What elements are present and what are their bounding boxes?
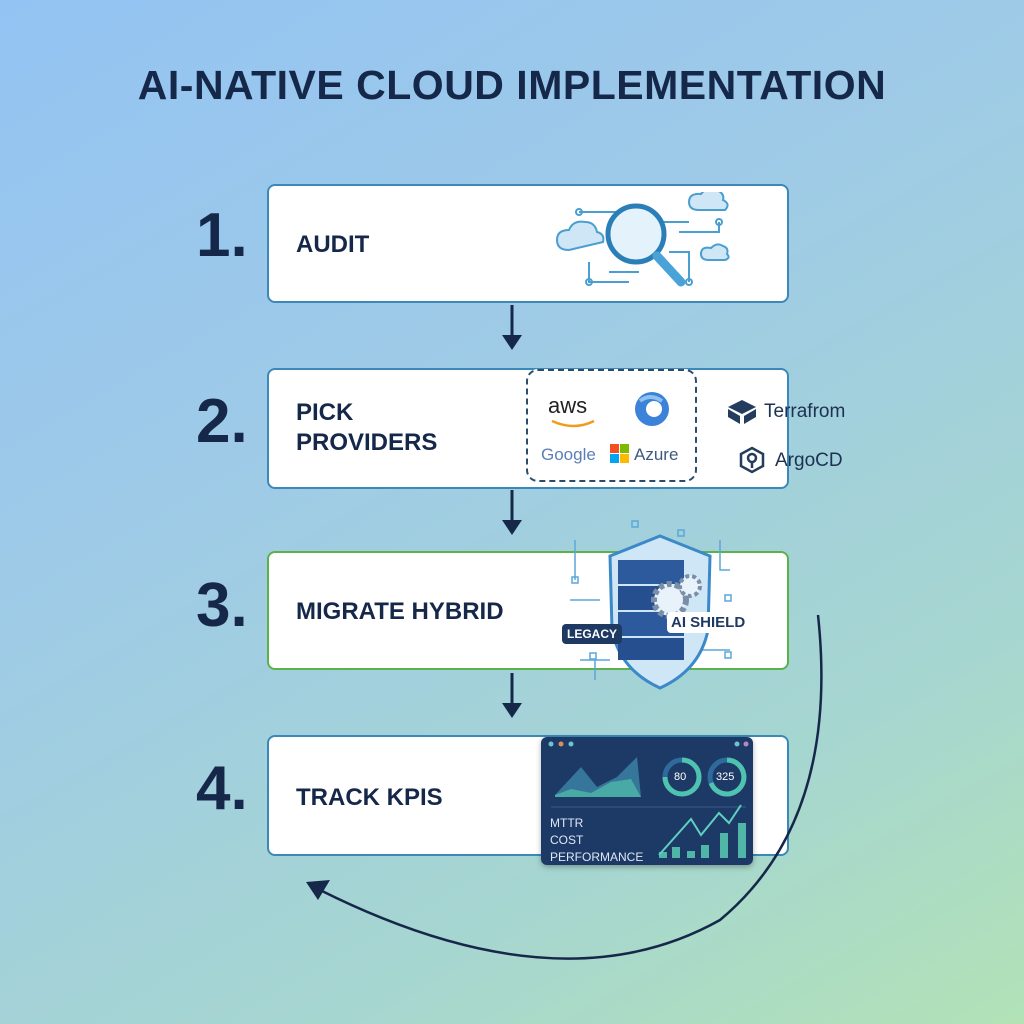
- aws-logo: aws: [548, 393, 588, 418]
- step-card-audit[interactable]: AUDIT: [267, 184, 789, 303]
- kpi-dashboard: 80 325 MTTR COST PERFORMANCE: [541, 737, 753, 865]
- kpi-performance: PERFORMANCE: [550, 850, 644, 864]
- step-label: MIGRATE HYBRID: [296, 598, 504, 625]
- terraform-label: Terrafrom: [764, 401, 846, 422]
- azure-label: Azure: [634, 445, 679, 464]
- page-title: AI-NATIVE CLOUD IMPLEMENTATION: [137, 62, 887, 108]
- argocd-label: ArgoCD: [775, 450, 843, 471]
- cloud-provider-swirl-icon: [635, 392, 669, 426]
- ai-shield-tag: AI SHIELD: [667, 612, 750, 633]
- kpi-mttr: MTTR: [550, 816, 584, 830]
- step-number-2: 2.: [196, 387, 248, 456]
- step-number-1: 1.: [196, 201, 248, 270]
- legacy-tag: LEGACY: [562, 624, 623, 644]
- arrow-down-icon: [502, 490, 522, 535]
- argocd-icon: [739, 446, 765, 474]
- magnifier-cloud-network-icon: [555, 192, 730, 287]
- step-label: TRACK KPIS: [296, 784, 443, 811]
- terraform-cube-icon: [728, 400, 756, 424]
- step-number-3: 3.: [196, 571, 248, 640]
- gauge-value-2: 325: [716, 771, 735, 783]
- step-label: PICK PROVIDERS: [296, 399, 438, 456]
- arrow-down-icon: [502, 305, 522, 350]
- step-label: AUDIT: [296, 231, 370, 258]
- arrow-down-icon: [502, 673, 522, 718]
- gauge-value-1: 80: [674, 771, 687, 783]
- ai-shield-server-icon: [570, 520, 732, 690]
- cloud-providers-group: aws Google Azure: [526, 369, 697, 482]
- step-number-4: 4.: [196, 754, 248, 823]
- aws-smile-icon: [551, 419, 595, 428]
- microsoft-logo-icon: [610, 444, 629, 463]
- google-logo: Google: [541, 445, 596, 464]
- kpi-cost: COST: [550, 833, 584, 847]
